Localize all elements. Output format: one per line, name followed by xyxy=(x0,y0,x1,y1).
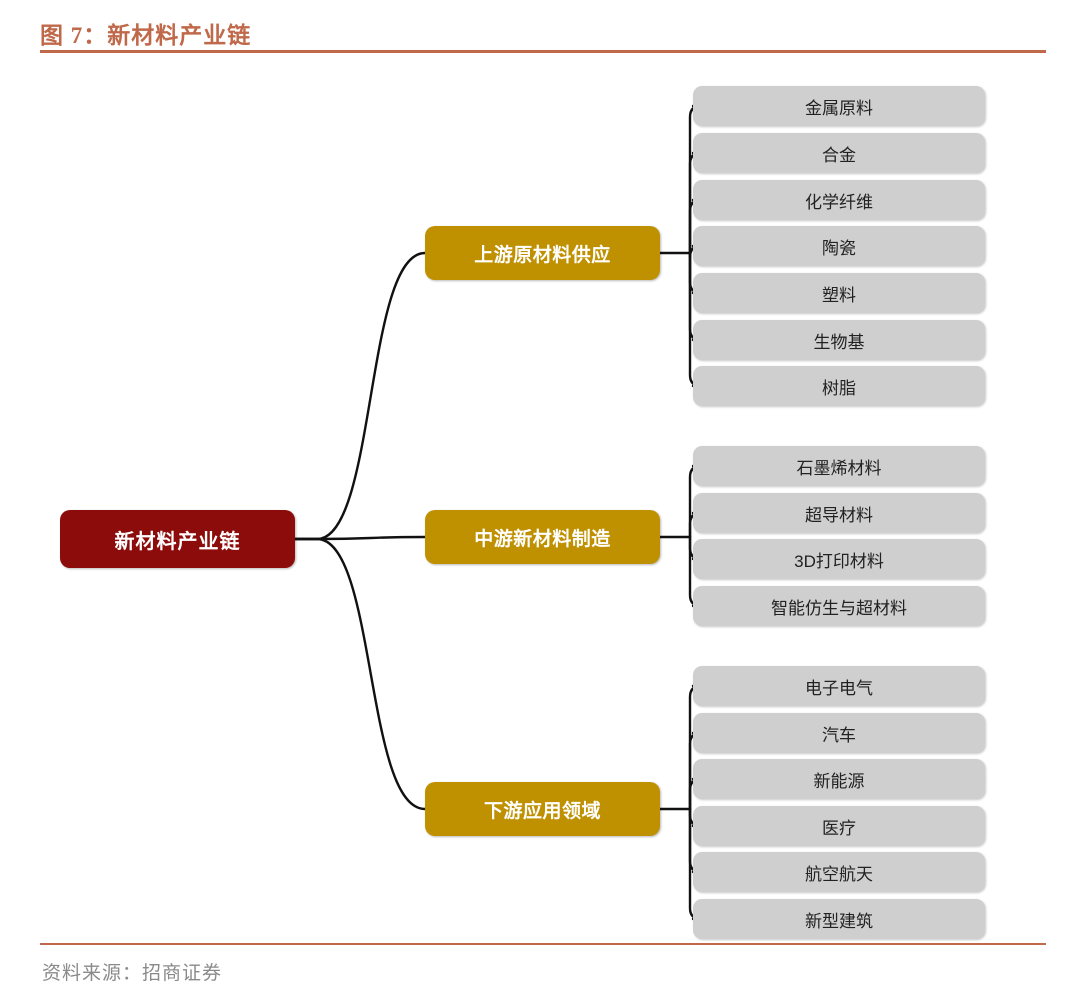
leaf-node-downstream-3[interactable]: 医疗 xyxy=(693,806,985,846)
branch-node-midstream-label: 中游新材料制造 xyxy=(474,528,611,550)
leaf-node-upstream-1-label: 合金 xyxy=(822,145,856,165)
leaf-node-midstream-1-label: 超导材料 xyxy=(805,505,873,525)
branch-node-upstream[interactable]: 上游原材料供应 xyxy=(425,226,660,280)
leaf-node-midstream-1[interactable]: 超导材料 xyxy=(693,493,985,533)
leaf-node-midstream-0[interactable]: 石墨烯材料 xyxy=(693,446,985,486)
leaf-node-upstream-3-label: 陶瓷 xyxy=(822,238,856,258)
leaf-node-downstream-3-label: 医疗 xyxy=(822,818,856,838)
root-node-label: 新材料产业链 xyxy=(114,530,241,553)
leaf-node-midstream-2-label: 3D打印材料 xyxy=(794,551,884,571)
leaf-node-downstream-2[interactable]: 新能源 xyxy=(693,759,985,799)
leaf-node-midstream-3[interactable]: 智能仿生与超材料 xyxy=(693,586,985,626)
leaf-node-downstream-5[interactable]: 新型建筑 xyxy=(693,899,985,939)
branch-node-midstream[interactable]: 中游新材料制造 xyxy=(425,510,660,564)
leaf-node-downstream-4[interactable]: 航空航天 xyxy=(693,852,985,892)
leaf-node-upstream-0-label: 金属原料 xyxy=(805,98,873,118)
leaf-node-upstream-1[interactable]: 合金 xyxy=(693,133,985,173)
leaf-node-downstream-4-label: 航空航天 xyxy=(805,864,873,884)
leaf-node-midstream-3-label: 智能仿生与超材料 xyxy=(771,598,907,618)
connector-root-to-downstream xyxy=(293,537,427,811)
leaf-node-upstream-0[interactable]: 金属原料 xyxy=(693,86,985,126)
branch-node-downstream[interactable]: 下游应用领域 xyxy=(425,782,660,836)
leaf-node-upstream-3[interactable]: 陶瓷 xyxy=(693,226,985,266)
leaf-node-upstream-2[interactable]: 化学纤维 xyxy=(693,180,985,220)
leaf-node-upstream-6[interactable]: 树脂 xyxy=(693,366,985,406)
footer-divider xyxy=(40,943,1046,945)
connector-root-to-upstream xyxy=(293,251,427,541)
leaf-node-upstream-5[interactable]: 生物基 xyxy=(693,320,985,360)
leaf-node-downstream-1-label: 汽车 xyxy=(822,725,856,745)
leaf-node-upstream-4-label: 塑料 xyxy=(822,285,856,305)
source-note: 资料来源：招商证券 xyxy=(42,963,223,984)
leaf-node-upstream-5-label: 生物基 xyxy=(813,332,865,352)
mindmap-diagram: 新材料产业链 上游原材料供应 金属原料合金化学纤维陶瓷塑料生物基树脂中游新材料制造 石… xyxy=(0,60,1080,940)
leaf-node-midstream-0-label: 石墨烯材料 xyxy=(796,458,882,478)
leaf-node-downstream-2-label: 新能源 xyxy=(813,771,865,791)
root-node[interactable]: 新材料产业链 xyxy=(60,510,295,568)
leaf-node-midstream-2[interactable]: 3D打印材料 xyxy=(693,539,985,579)
leaf-node-upstream-2-label: 化学纤维 xyxy=(805,192,873,212)
page-title: 图 7：新材料产业链 xyxy=(40,23,252,48)
leaf-node-downstream-0-label: 电子电气 xyxy=(805,678,873,698)
leaf-node-downstream-5-label: 新型建筑 xyxy=(805,911,873,931)
leaf-node-downstream-0[interactable]: 电子电气 xyxy=(693,666,985,706)
leaf-node-downstream-1[interactable]: 汽车 xyxy=(693,713,985,753)
branch-node-upstream-label: 上游原材料供应 xyxy=(474,244,611,266)
leaf-node-upstream-6-label: 树脂 xyxy=(822,378,856,398)
branch-node-downstream-label: 下游应用领域 xyxy=(483,800,601,822)
leaf-node-upstream-4[interactable]: 塑料 xyxy=(693,273,985,313)
title-divider xyxy=(40,50,1046,53)
connector-root-to-midstream xyxy=(293,535,427,541)
